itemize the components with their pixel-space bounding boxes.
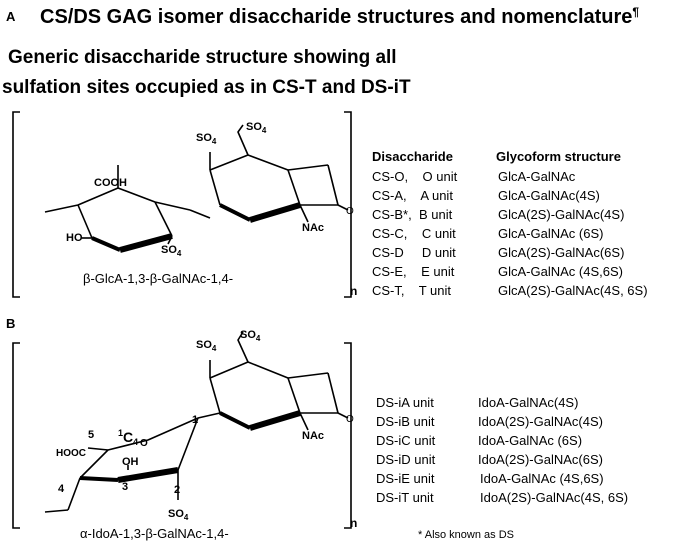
table-a-row-name: CS-A, A unit xyxy=(372,188,453,203)
galnac-b-so4-left: SO4 xyxy=(196,339,217,353)
panel-a-left-bracket xyxy=(12,111,20,298)
glca-cooh: COOH xyxy=(94,177,127,189)
idoa-ring-o: O xyxy=(140,438,148,449)
table-a-row-name: CS-E, E unit xyxy=(372,264,455,279)
panel-a-right-bracket xyxy=(344,111,352,298)
panel-b-right-bracket xyxy=(344,342,352,529)
table-b-row-name: DS-iA unit xyxy=(376,395,434,410)
table-b-row-name: DS-iD unit xyxy=(376,452,436,467)
idoa-oh: OH xyxy=(122,456,139,468)
table-a-row-structure: GlcA-GalNAc xyxy=(498,169,576,184)
idoa-conformation: 1C4 xyxy=(118,428,138,447)
table-b-row-structure: IdoA(2S)-GalNAc(4S, 6S) xyxy=(480,490,628,505)
table-b-row-name: DS-iC unit xyxy=(376,433,436,448)
footnote: * Also known as DS xyxy=(418,529,514,541)
idoa-carbon-5: 5 xyxy=(88,429,94,441)
table-a-header-glycoform: Glycoform structure xyxy=(496,149,621,164)
galnac-b-so4-right: SO4 xyxy=(240,329,261,343)
galnac-ring-b xyxy=(197,331,349,431)
panel-b-left-bracket xyxy=(12,342,20,529)
panel-a-title: CS/DS GAG isomer disaccharide structures… xyxy=(40,5,639,28)
panel-a-letter: A xyxy=(6,9,16,24)
idoa-carbon-1: 1 xyxy=(192,414,198,426)
panel-b-letter: B xyxy=(6,316,15,331)
table-b-row-structure: IdoA(2S)-GalNAc(6S) xyxy=(478,452,603,467)
table-b-row-structure: IdoA(2S)-GalNAc(4S) xyxy=(478,414,603,429)
panel-b-repeat-n: n xyxy=(350,516,357,530)
idoa-hooc: HOOC xyxy=(56,448,86,459)
idoa-carbon-2: 2 xyxy=(174,484,180,496)
idoa-so4: SO4 xyxy=(168,508,189,522)
panel-a-subtitle-line1: Generic disaccharide structure showing a… xyxy=(8,47,397,68)
table-b-row-name: DS-iB unit xyxy=(376,414,435,429)
table-a-row-structure: GlcA-GalNAc(4S) xyxy=(498,188,600,203)
table-a-row-structure: GlcA-GalNAc (4S,6S) xyxy=(498,264,623,279)
idoa-ring xyxy=(44,417,199,513)
galnac-a-o: O xyxy=(346,206,354,217)
table-b-row-structure: IdoA-GalNAc (6S) xyxy=(478,433,582,448)
table-a-rows: CS-O, O unit GlcA-GalNAc CS-A, A unit Gl… xyxy=(372,169,648,298)
table-b-rows: DS-iA unit IdoA-GalNAc(4S) DS-iB unit Id… xyxy=(376,395,628,505)
table-a-row-structure: GlcA(2S)-GalNAc(6S) xyxy=(498,245,624,260)
galnac-b-nac: NAc xyxy=(302,430,324,442)
table-a-row-structure: GlcA-GalNAc (6S) xyxy=(498,226,603,241)
panel-a-subtitle-line2: sulfation sites occupied as in CS-T and … xyxy=(2,77,411,98)
table-b-row-structure: IdoA-GalNAc (4S,6S) xyxy=(480,471,604,486)
panel-a-caption: β-GlcA-1,3-β-GalNAc-1,4- xyxy=(83,271,233,286)
idoa-carbon-4: 4 xyxy=(58,483,65,495)
panel-a-repeat-n: n xyxy=(350,284,357,298)
table-a-row-structure: GlcA(2S)-GalNAc(4S) xyxy=(498,207,624,222)
galnac-a-so4-left: SO4 xyxy=(196,132,217,146)
table-a-row-name: CS-B*, B unit xyxy=(372,207,453,222)
table-a-row-structure: GlcA(2S)-GalNAc(4S, 6S) xyxy=(498,283,648,298)
galnac-b-o: O xyxy=(346,414,354,425)
glca-ring xyxy=(44,165,211,253)
table-a-row-name: CS-O, O unit xyxy=(372,169,458,184)
galnac-ring-a xyxy=(209,124,349,223)
glca-ho: HO xyxy=(66,232,83,244)
galnac-a-so4-right: SO4 xyxy=(246,121,267,135)
idoa-carbon-3: 3 xyxy=(122,481,128,493)
table-a-row-name: CS-T, T unit xyxy=(372,283,451,298)
table-a-row-name: CS-D D unit xyxy=(372,245,456,260)
table-b-row-structure: IdoA-GalNAc(4S) xyxy=(478,395,578,410)
table-a-row-name: CS-C, C unit xyxy=(372,226,456,241)
table-a-header-disaccharide: Disaccharide xyxy=(372,149,453,164)
table-b-row-name: DS-iT unit xyxy=(376,490,434,505)
table-b-row-name: DS-iE unit xyxy=(376,471,435,486)
panel-b-caption: α-IdoA-1,3-β-GalNAc-1,4- xyxy=(80,526,229,541)
glca-so4: SO4 xyxy=(161,244,182,258)
galnac-a-nac: NAc xyxy=(302,222,324,234)
